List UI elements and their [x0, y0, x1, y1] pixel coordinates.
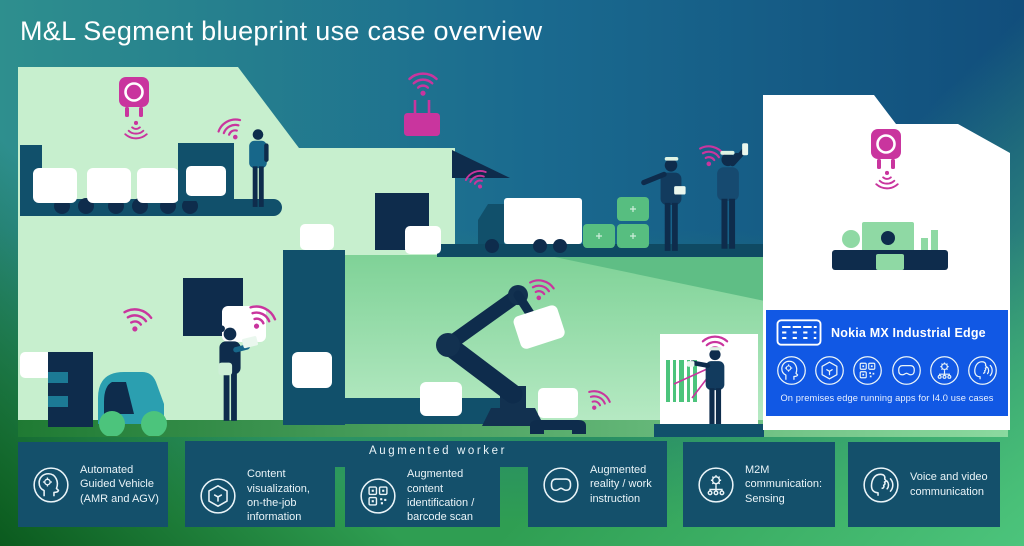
edge-panel-title: Nokia MX Industrial Edge [831, 325, 986, 340]
camera-sensor-icon [116, 76, 152, 120]
use-case-card-barcode: Augmented content identification / barco… [345, 465, 500, 527]
white-box [20, 352, 52, 378]
vr-goggles-icon [542, 466, 580, 504]
white-box [405, 226, 441, 254]
cube-icon [199, 477, 237, 515]
use-case-card-content-visualization: Content visualization, on-the-job inform… [185, 465, 335, 527]
white-box [420, 382, 462, 416]
agv-cart [530, 388, 586, 434]
conveyor-box [137, 168, 179, 203]
use-case-card-m2m: M2M communication: Sensing [683, 442, 835, 527]
ai-head-icon [32, 466, 70, 504]
use-case-card-voice-video: Voice and video communication [848, 442, 1000, 527]
wifi-waves-icon [121, 116, 151, 146]
cube-icon [814, 355, 845, 386]
worker-figure [243, 126, 269, 212]
robot-arm [436, 285, 565, 426]
robot-platform [283, 398, 523, 424]
ai-head-icon [776, 355, 807, 386]
conveyor-box [87, 168, 131, 203]
white-box [292, 352, 332, 388]
use-case-label: Voice and video communication [910, 471, 988, 498]
use-case-label: Automated Guided Vehicle (AMR and AGV) [80, 464, 159, 505]
edge-panel-icons [776, 355, 998, 386]
white-box [300, 224, 334, 250]
page-title: M&L Segment blueprint use case overview [20, 16, 543, 46]
bar-chart-decoration [921, 230, 938, 252]
station-base [654, 424, 764, 437]
use-case-label: Augmented content identification / barco… [407, 468, 475, 524]
forklift [48, 352, 167, 436]
qr-code-icon [852, 355, 883, 386]
use-case-label: Augmented reality / work instruction [590, 464, 652, 505]
conveyor-box [33, 168, 77, 203]
server-rack-icon [776, 319, 822, 346]
qr-code-icon [359, 477, 397, 515]
wifi-waves-icon [872, 166, 902, 196]
edge-panel-caption: On premises edge running apps for I4.0 u… [780, 393, 994, 403]
gate-box [186, 166, 226, 196]
augmented-worker-label: Augmented worker [368, 445, 508, 457]
phone-worker-figure [706, 143, 749, 252]
voice-icon [862, 466, 900, 504]
use-case-card-agv: Automated Guided Vehicle (AMR and AGV) [18, 442, 168, 527]
wifi-waves-icon [404, 64, 442, 102]
truck [478, 198, 582, 253]
wall-clock [842, 230, 860, 248]
stacked-boxes [583, 197, 649, 248]
mezzanine-floor [437, 244, 765, 257]
support-column [283, 250, 345, 425]
use-case-label: Content visualization, on-the-job inform… [247, 468, 310, 524]
use-case-card-ar: Augmented reality / work instruction [528, 442, 667, 527]
voice-icon [967, 355, 998, 386]
edge-panel: Nokia MX Industrial Edge On premises edg… [766, 310, 1008, 416]
laptop [876, 254, 904, 270]
scanning-worker-figure [686, 347, 738, 434]
m2m-network-icon [697, 466, 735, 504]
use-case-label: M2M communication: Sensing [745, 464, 823, 505]
tablet-worker-figure [218, 325, 258, 424]
pointing-worker-figure [641, 156, 686, 254]
m2m-network-icon [929, 355, 960, 386]
wireless-router-icon [404, 100, 440, 136]
vr-goggles-icon [891, 355, 922, 386]
